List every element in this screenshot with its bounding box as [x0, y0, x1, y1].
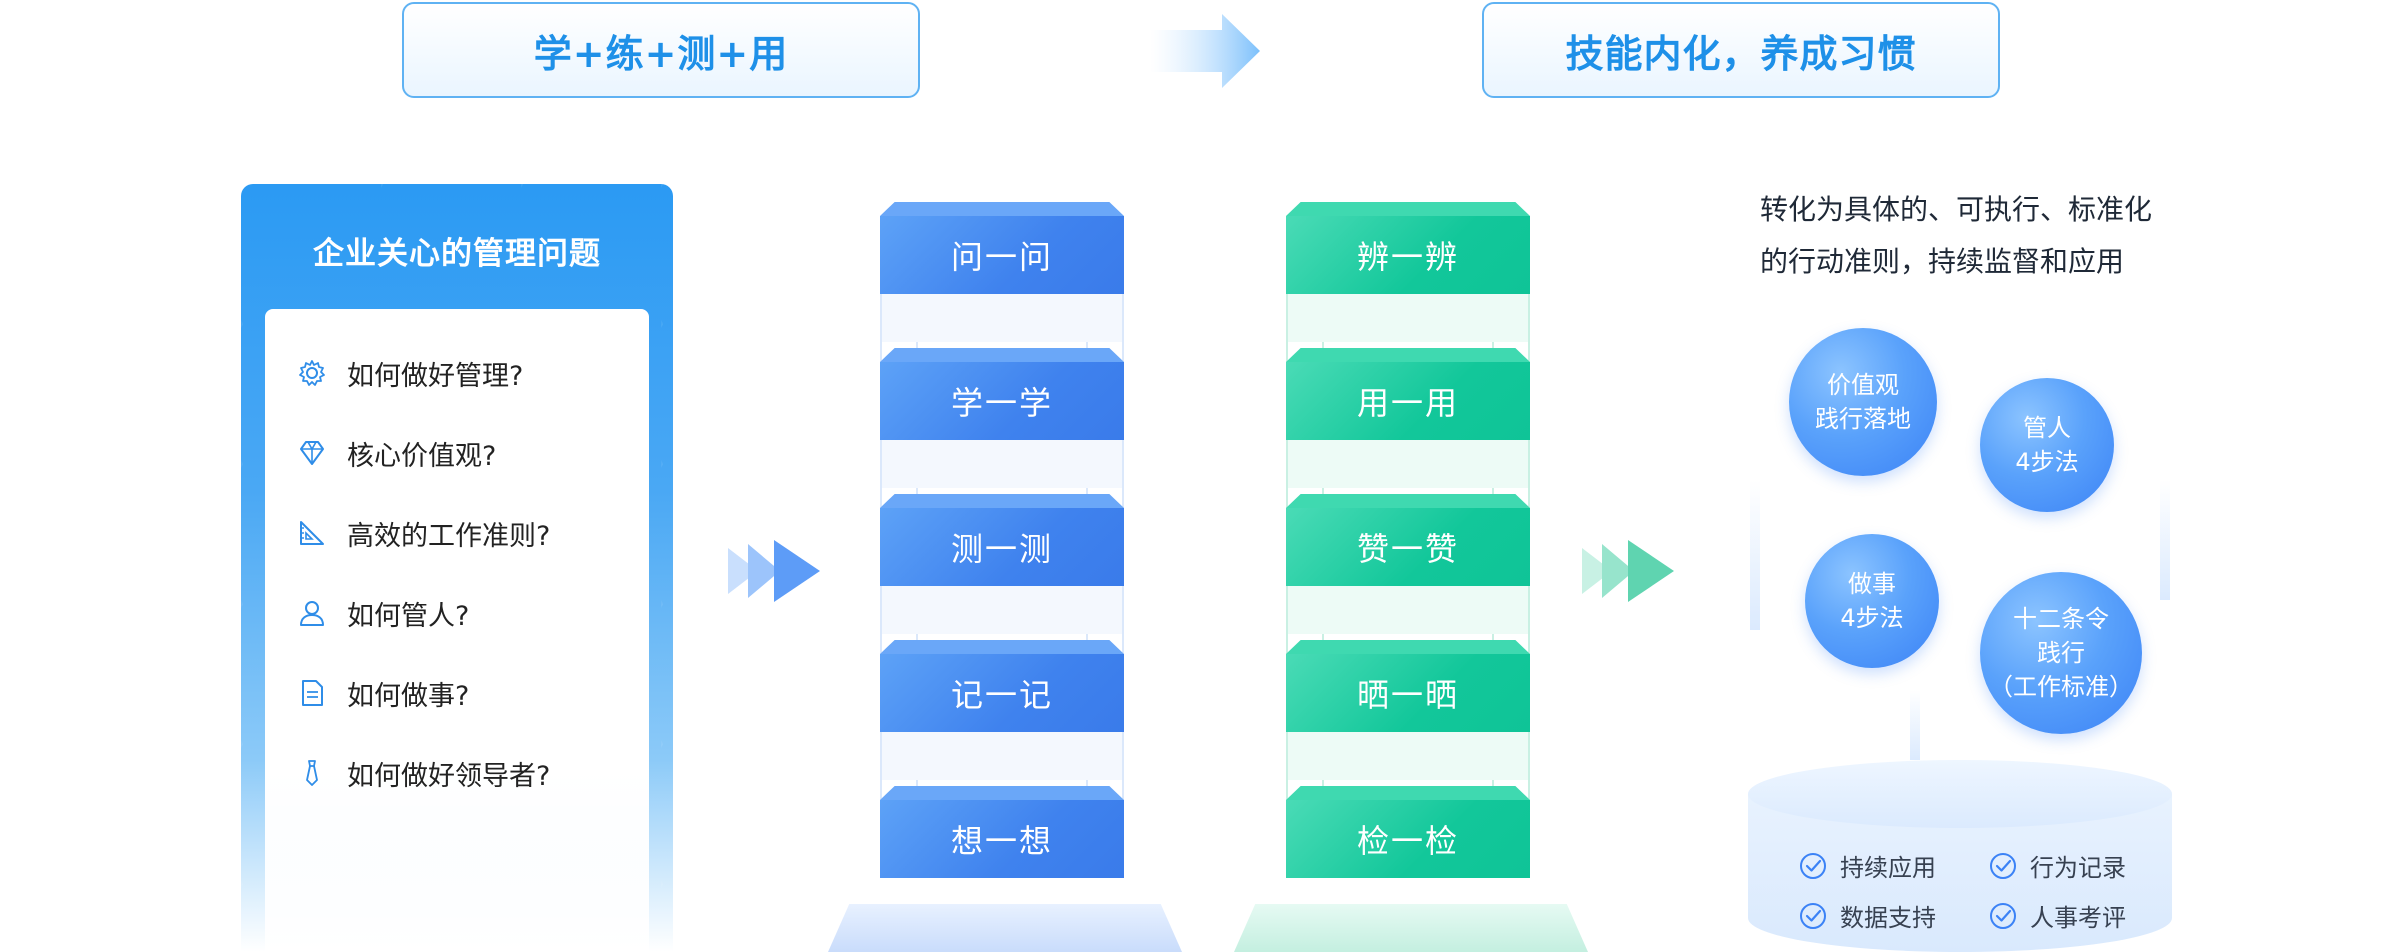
question-item: 如何做事?	[295, 673, 469, 713]
header-right-title: 技能内化，养成习惯	[1565, 31, 1917, 76]
tower-floor: 晒一晒	[1286, 640, 1530, 732]
person-icon	[295, 596, 329, 630]
floor-label: 想一想	[880, 800, 1124, 878]
support-cylinder: 持续应用 行为记录 数据支持 人事考评	[1748, 760, 2172, 952]
question-item: 核心价值观?	[295, 433, 496, 473]
circle-line: 4步法	[1840, 604, 1904, 632]
question-label: 如何做事?	[347, 680, 470, 712]
tower-gap	[882, 726, 1122, 780]
check-label: 数据支持	[1840, 904, 1936, 932]
light-beam	[2160, 480, 2170, 600]
floor-label: 用一用	[1286, 362, 1530, 440]
question-label: 核心价值观?	[347, 440, 497, 472]
ruler-triangle-icon	[295, 516, 329, 550]
floor-label: 赞一赞	[1286, 508, 1530, 586]
twelve-rules-circle: 十二条令践行 （工作标准）	[1980, 572, 2142, 734]
document-icon	[295, 676, 329, 710]
tower-floor: 检一检	[1286, 786, 1530, 878]
arrow-right-icon	[1150, 14, 1260, 88]
check-item: 持续应用	[1798, 848, 1936, 883]
check-label: 人事考评	[2030, 904, 2126, 932]
header-right-title-box: 技能内化，养成习惯	[1482, 2, 2000, 98]
header-left-title-box: 学+练+测+用	[402, 2, 920, 98]
circle-line: 价值观	[1827, 371, 1899, 399]
check-circle-icon	[1990, 902, 2016, 929]
question-label: 高效的工作准则?	[347, 520, 551, 552]
floor-label: 辨一辨	[1286, 216, 1530, 294]
cylinder-top	[1748, 760, 2172, 828]
tower-gap	[1288, 434, 1528, 488]
tie-icon	[295, 756, 329, 790]
circle-line: 践行落地	[1815, 405, 1911, 433]
check-circle-icon	[1800, 902, 1826, 929]
questions-list: 如何做好管理? 核心价值观? 高效的工作准则? 如何管人? 如何做事?	[265, 309, 649, 952]
tower-base-green	[1234, 904, 1588, 952]
light-beam	[1750, 480, 1760, 630]
tower-gap	[1288, 580, 1528, 634]
learning-tower: 问一问 学一学 测一测 记一记 想一想	[880, 196, 1124, 882]
manage-people-circle: 管人 4步法	[1980, 378, 2114, 512]
question-item: 如何管人?	[295, 593, 469, 633]
check-item: 人事考评	[1988, 898, 2126, 933]
floor-label: 学一学	[880, 362, 1124, 440]
check-circle-icon	[1990, 852, 2016, 879]
tower-floor: 学一学	[880, 348, 1124, 440]
gear-icon	[295, 356, 329, 390]
description-line: 转化为具体的、可执行、标准化	[1760, 193, 2153, 226]
question-item: 高效的工作准则?	[295, 513, 550, 553]
check-label: 行为记录	[2030, 854, 2126, 882]
check-circle-icon	[1800, 852, 1826, 879]
header-left-title: 学+练+测+用	[533, 31, 789, 76]
floor-label: 问一问	[880, 216, 1124, 294]
tower-floor: 赞一赞	[1286, 494, 1530, 586]
outcome-description: 转化为具体的、可执行、标准化 的行动准则，持续监督和应用	[1760, 184, 2180, 288]
light-beam	[1910, 690, 1920, 760]
tower-floor: 辨一辨	[1286, 202, 1530, 294]
check-label: 持续应用	[1840, 854, 1936, 882]
tower-gap	[882, 434, 1122, 488]
check-item: 行为记录	[1988, 848, 2126, 883]
circle-line: 做事	[1848, 570, 1896, 598]
question-label: 如何做好领导者?	[347, 760, 551, 792]
do-things-circle: 做事 4步法	[1805, 534, 1939, 668]
description-line: 的行动准则，持续监督和应用	[1760, 245, 2125, 278]
question-label: 如何做好管理?	[347, 360, 524, 392]
floor-label: 检一检	[1286, 800, 1530, 878]
tower-gap	[1288, 288, 1528, 342]
floor-label: 测一测	[880, 508, 1124, 586]
tower-floor: 问一问	[880, 202, 1124, 294]
floor-label: 记一记	[880, 654, 1124, 732]
triple-arrow-icon	[1582, 540, 1674, 602]
circle-line: 4步法	[2015, 448, 2079, 476]
check-item: 数据支持	[1798, 898, 1936, 933]
triple-arrow-icon	[728, 540, 820, 602]
floor-label: 晒一晒	[1286, 654, 1530, 732]
circle-line: 践行	[2037, 639, 2085, 667]
question-item: 如何做好管理?	[295, 353, 523, 393]
practice-tower: 辨一辨 用一用 赞一赞 晒一晒 检一检	[1286, 196, 1530, 882]
tower-base-blue	[828, 904, 1182, 952]
diamond-icon	[295, 436, 329, 470]
circle-line: 十二条令	[2013, 605, 2109, 633]
card-title: 企业关心的管理问题	[313, 236, 601, 272]
tower-floor: 测一测	[880, 494, 1124, 586]
tower-gap	[882, 580, 1122, 634]
tower-floor: 想一想	[880, 786, 1124, 878]
tower-floor: 记一记	[880, 640, 1124, 732]
question-item: 如何做好领导者?	[295, 753, 550, 793]
value-circle: 价值观践行落地	[1789, 328, 1937, 476]
tower-floor: 用一用	[1286, 348, 1530, 440]
management-questions-card: 企业关心的管理问题 如何做好管理? 核心价值观? 高效的工作准则? 如何管人?	[241, 184, 673, 952]
tower-gap	[1288, 726, 1528, 780]
circle-line: 管人	[2023, 414, 2071, 442]
question-label: 如何管人?	[347, 600, 470, 632]
tower-gap	[882, 288, 1122, 342]
circle-line: （工作标准）	[1989, 673, 2133, 701]
